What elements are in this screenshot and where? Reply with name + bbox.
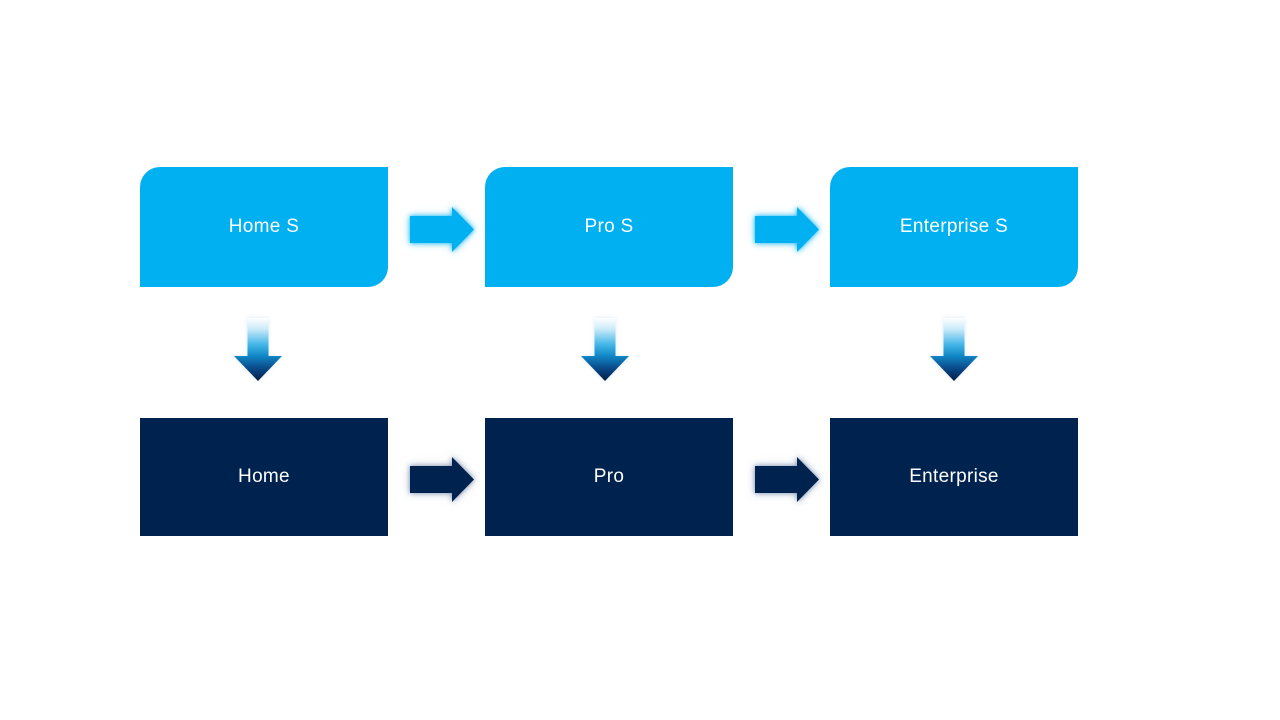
node-home: Home [140, 418, 388, 536]
node-home-label: Home [238, 466, 290, 487]
right-arrow-icon-bottom-2 [755, 457, 819, 502]
node-pro: Pro [485, 418, 733, 536]
down-arrow-icon-1 [234, 318, 282, 381]
node-enterprise-label: Enterprise [909, 466, 999, 487]
node-home-s-label: Home S [228, 216, 300, 237]
node-pro-s-label: Pro S [584, 216, 634, 237]
node-enterprise: Enterprise [830, 418, 1078, 536]
node-pro-s: Pro S [485, 167, 733, 287]
down-arrow-icon-3 [930, 318, 978, 381]
node-enterprise-s: Enterprise S [830, 167, 1078, 287]
right-arrow-icon-top-1 [410, 207, 474, 252]
down-arrow-icon-2 [581, 318, 629, 381]
right-arrow-icon-bottom-1 [410, 457, 474, 502]
node-enterprise-s-label: Enterprise S [899, 216, 1009, 237]
right-arrow-icon-top-2 [755, 207, 819, 252]
node-pro-label: Pro [593, 466, 625, 487]
node-home-s: Home S [140, 167, 388, 287]
